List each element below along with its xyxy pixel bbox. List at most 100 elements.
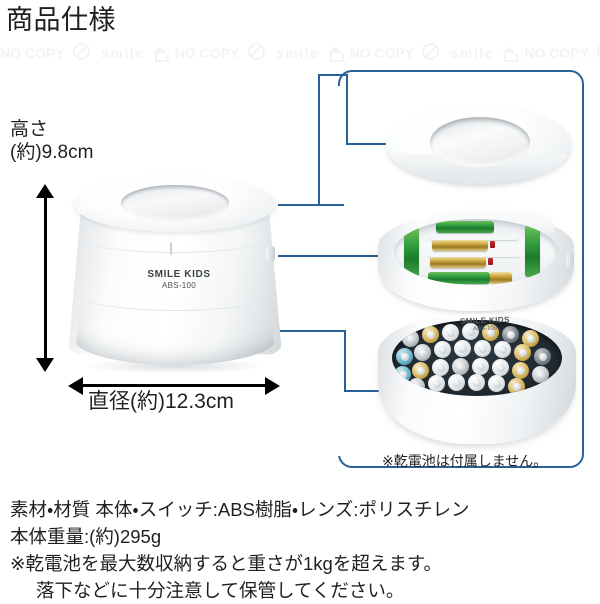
- stored-battery: [494, 341, 511, 358]
- stored-battery: [408, 378, 425, 395]
- height-label-line1: 高さ: [10, 119, 49, 140]
- product-brand-text: SMILE KIDS: [147, 269, 211, 280]
- exploded-part-storage-bowl: SMILE KIDS ABS-100: [378, 310, 582, 452]
- exploded-part-lid: [386, 104, 576, 196]
- battery-not-included-note: ※乾電池は付属しません。: [382, 453, 548, 469]
- spec-line-warning-1: ※乾電池を最大数収納すると重さが1kgを超えます。: [10, 553, 442, 574]
- frame-left-gap-mask: [330, 86, 344, 456]
- battery-cell: [525, 225, 540, 277]
- watermark-unit: NO COPY smile: [350, 42, 525, 64]
- product-side-switch: [266, 246, 275, 262]
- stored-battery: [474, 340, 491, 357]
- product-model-text: ABS-100: [161, 281, 197, 290]
- stored-battery: [402, 330, 419, 347]
- height-label-line2: (約)9.8cm: [10, 142, 94, 163]
- spec-line-warning-2: 落下などに十分注意して保管してください。: [36, 580, 405, 601]
- stored-battery: [442, 324, 459, 341]
- tray-divider: [430, 235, 518, 240]
- watermark-band: NO COPY smile NO COPY smile NO COPY smil…: [0, 42, 600, 64]
- stored-battery: [534, 348, 551, 365]
- stored-battery: [512, 362, 529, 379]
- stored-battery: [422, 326, 439, 343]
- stored-battery: [412, 362, 429, 379]
- watermark-unit: NO COPY smile: [0, 42, 175, 64]
- stored-battery: [508, 378, 525, 395]
- lid-lens: [430, 117, 530, 167]
- tray-divider: [428, 252, 520, 257]
- watermark-unit: NO COPY smile: [175, 42, 350, 64]
- battery-contact: [488, 258, 493, 265]
- stored-battery: [492, 359, 509, 376]
- diameter-dimension-label: 直径(約)12.3cm: [88, 390, 234, 413]
- house-icon: [327, 46, 344, 62]
- battery-contact: [490, 241, 495, 248]
- watermark-no-copy-text: NO COPY: [0, 45, 65, 61]
- house-icon: [502, 46, 519, 62]
- stored-battery: [396, 348, 413, 365]
- watermark-smile-text: smile: [450, 45, 495, 61]
- stored-battery: [502, 326, 519, 343]
- product-main-view: SMILE KIDS ABS-100: [60, 170, 290, 385]
- battery-cell: [490, 272, 512, 284]
- stored-battery: [472, 358, 489, 375]
- house-icon: [152, 46, 169, 62]
- stored-battery: [454, 340, 471, 357]
- stored-battery: [448, 374, 465, 391]
- stored-battery: [394, 366, 411, 383]
- leader-line-bowl-segment-a: [278, 330, 346, 332]
- bowl-inner-logo: SMILE KIDS ABS-100: [440, 314, 531, 334]
- tray-battery-well: [394, 219, 558, 285]
- height-arrow-up-icon: [36, 184, 54, 198]
- stored-battery: [434, 341, 451, 358]
- battery-cell: [404, 227, 419, 279]
- bowl-battery-well: [392, 320, 562, 396]
- battery-cell: [436, 221, 494, 233]
- leader-line-bowl-segment-b: [344, 330, 346, 392]
- height-dimension-line: [44, 196, 47, 362]
- product-seam-lower: [73, 292, 277, 311]
- stored-battery: [428, 375, 445, 392]
- stored-battery: [514, 344, 531, 361]
- stored-battery: [432, 359, 449, 376]
- page-title: 商品仕様: [6, 5, 116, 35]
- leader-line-bowl-segment-c: [344, 390, 398, 392]
- no-copy-icon: [72, 43, 90, 60]
- leader-line-lid-segment-e: [346, 74, 348, 145]
- product-logo: SMILE KIDS ABS-100: [129, 269, 229, 292]
- watermark-smile-text: smile: [275, 45, 320, 61]
- stored-battery: [462, 323, 479, 340]
- leader-line-tray: [278, 255, 396, 257]
- leader-line-lid-segment-b: [318, 74, 320, 206]
- leader-line-lid-segment-d: [348, 143, 398, 145]
- watermark-no-copy-text: NO COPY: [174, 45, 240, 61]
- watermark-smile-text: smile: [101, 45, 145, 61]
- battery-terminal: [407, 223, 416, 229]
- battery-cell: [432, 240, 488, 251]
- specification-text-block: 素材・材質 本体・スイッチ:ABS樹脂・レンズ:ポリスチレン 本体重量:(約)2…: [10, 496, 596, 604]
- stored-battery: [452, 358, 469, 375]
- no-copy-icon: [422, 43, 440, 60]
- height-dimension-label: 高さ (約)9.8cm: [10, 118, 93, 164]
- leader-line-lid-segment-a: [278, 204, 344, 206]
- battery-cell: [428, 272, 490, 284]
- product-seam-upper: [76, 236, 274, 253]
- watermark-no-copy-text: NO COPY: [349, 45, 415, 61]
- product-alignment-notch: [170, 242, 172, 255]
- spec-line-material: 素材・材質 本体・スイッチ:ABS樹脂・レンズ:ポリスチレン: [10, 499, 470, 520]
- stored-battery: [414, 344, 431, 361]
- diameter-dimension-line: [82, 384, 268, 387]
- stored-battery: [482, 324, 499, 341]
- exploded-part-battery-tray: [378, 205, 578, 325]
- battery-terminal: [528, 221, 537, 227]
- height-arrow-down-icon: [36, 358, 54, 372]
- stored-battery: [532, 366, 549, 383]
- no-copy-icon: [247, 43, 265, 60]
- stored-battery: [488, 375, 505, 392]
- watermark-unit: NO COPY smile: [524, 42, 600, 64]
- tray-side-switch: [566, 253, 574, 267]
- leader-line-lid-segment-c: [318, 74, 348, 76]
- watermark-no-copy-text: NO COPY: [524, 45, 589, 61]
- battery-cell: [430, 257, 486, 268]
- diameter-arrow-right-icon: [265, 377, 280, 395]
- spec-line-weight: 本体重量:(約)295g: [10, 526, 162, 547]
